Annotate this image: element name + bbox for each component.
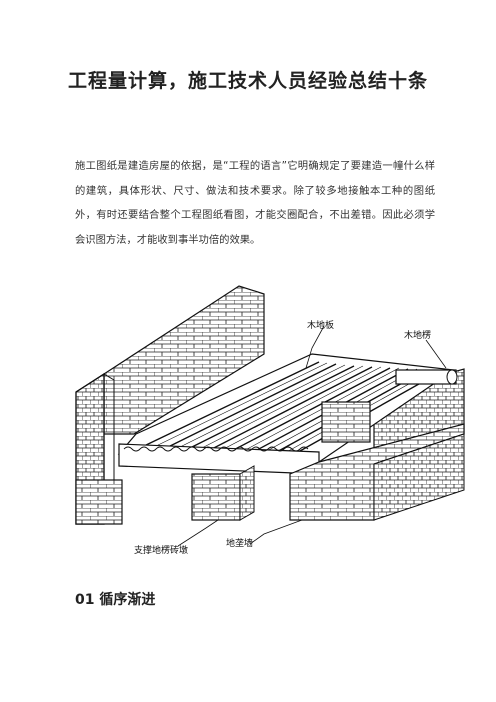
floor-structure-illustration bbox=[75, 285, 465, 547]
section-heading: 01 循序渐进 bbox=[75, 592, 156, 608]
label-floorboard: 木地板 bbox=[307, 321, 335, 331]
rear-pier bbox=[321, 401, 371, 443]
page-title: 工程量计算，施工技术人员经验总结十条 bbox=[67, 70, 428, 92]
pier-left bbox=[191, 473, 241, 521]
body-paragraph: 施工图纸是建造房屋的依据，是“工程的语言”它明确规定了要建造一幢什么样的建筑，具… bbox=[75, 160, 435, 246]
label-ground-beam: 地垄墙 bbox=[226, 539, 254, 549]
label-support-pier: 支撑地楞砖墩 bbox=[134, 546, 189, 556]
label-joist: 木地楞 bbox=[404, 331, 432, 341]
